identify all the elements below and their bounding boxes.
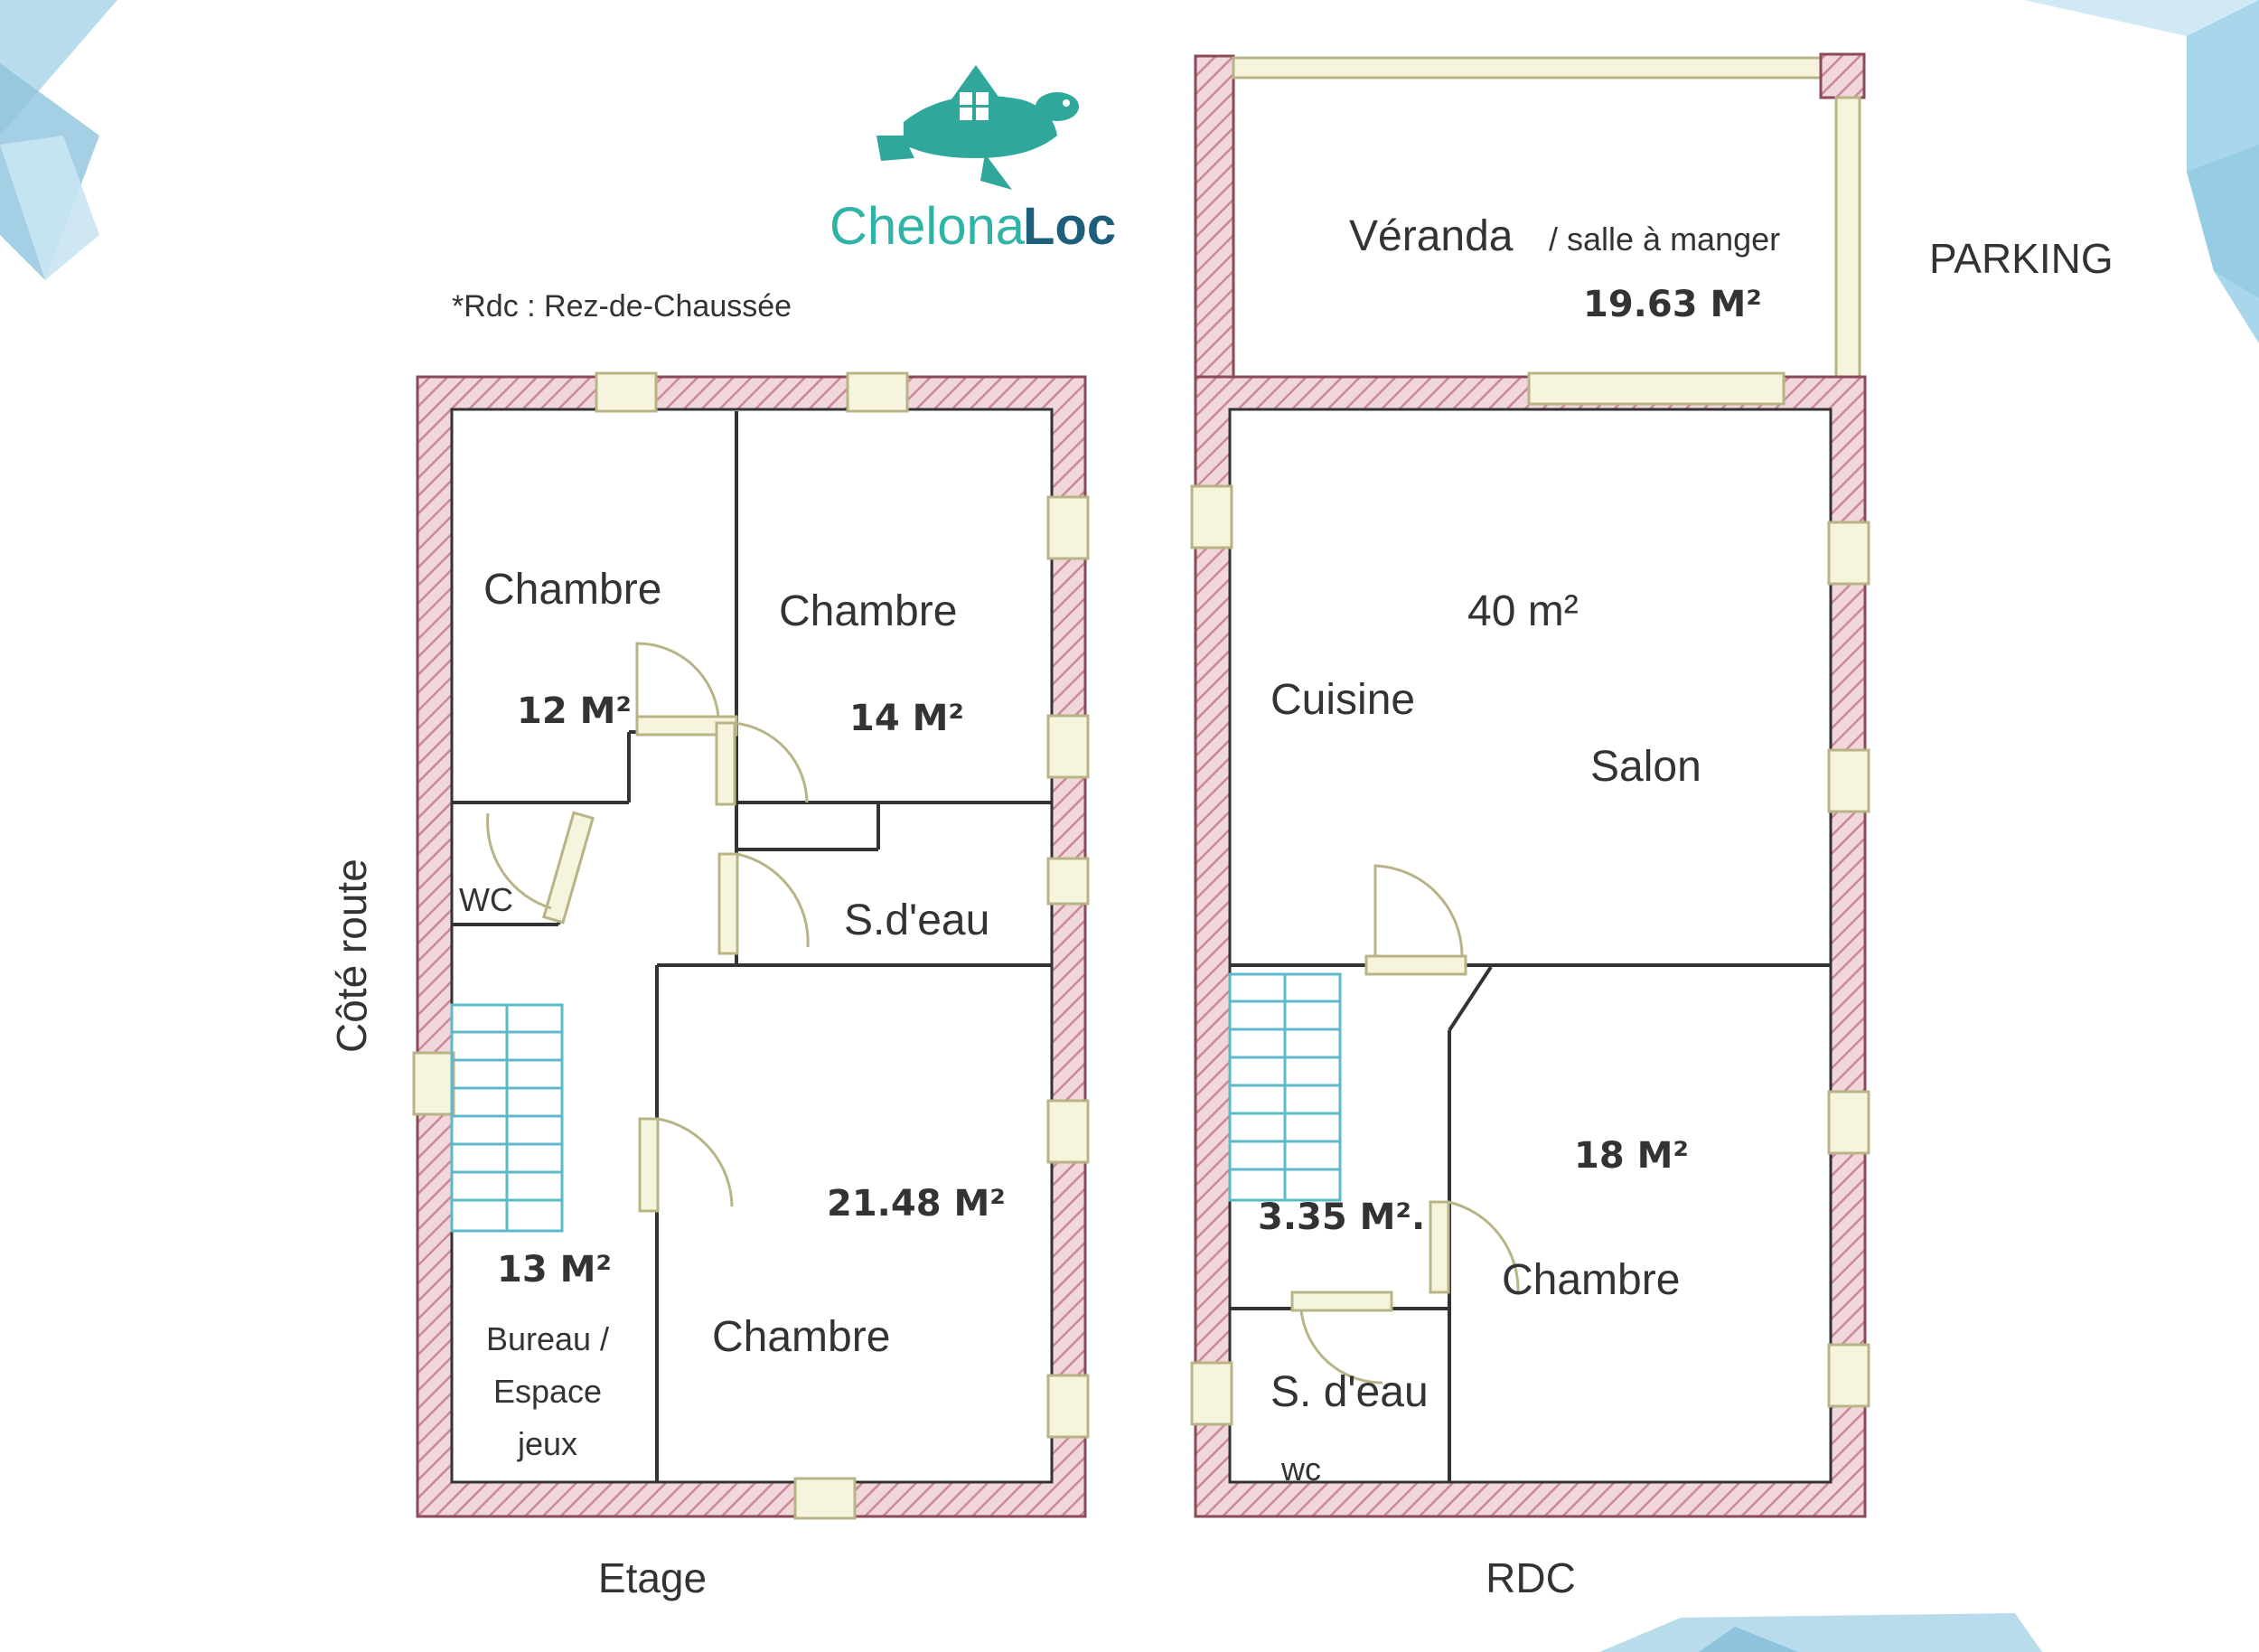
decor-bottom-right (1599, 1613, 2042, 1652)
veranda-corner-post (1819, 52, 1866, 99)
rdc-veranda-area: 19.63 M² (1583, 284, 1762, 325)
etage-windows (412, 371, 1090, 1520)
veranda-top-glazing (1232, 56, 1823, 80)
rdc-veranda-name-part2: / salle à manger (1549, 221, 1780, 258)
parking-label: PARKING (1929, 235, 2114, 282)
rdc-veranda-name-part1: Véranda (1349, 212, 1514, 260)
rdc-sdeau-name: S. d'eau (1270, 1368, 1429, 1416)
rdc-stairs (1228, 972, 1342, 1202)
rdc-doors (1290, 864, 1520, 1384)
rdc-wc-name: wc (1280, 1450, 1321, 1488)
brand-name-part2: Loc (1023, 197, 1116, 256)
etage-chambre-3-area: 21.48 M² (827, 1183, 1006, 1225)
rdc-cuisine-name: Cuisine (1270, 676, 1415, 724)
turtle-house-icon (876, 65, 1079, 190)
rdc-salon-name: Salon (1590, 743, 1701, 791)
etage-caption: Etage (598, 1554, 707, 1601)
etage-chambre-1-name: Chambre (483, 566, 661, 614)
brand-name-part1: Chelona' (830, 197, 1035, 256)
etage-chambre-2-name: Chambre (779, 587, 957, 635)
rdc-chambre-area: 18 M² (1574, 1135, 1689, 1177)
etage-bureau-area: 13 M² (497, 1249, 612, 1291)
etage-doors (486, 642, 810, 1213)
decor-top-right (2024, 0, 2259, 343)
rdc-interior (1228, 408, 1833, 1484)
side-road-label: Côté route (328, 859, 375, 1053)
floor-etage: Chambre 12 M² Chambre 14 M² WC S.d'eau 2… (412, 371, 1090, 1601)
etage-bureau-name-line3: jeux (517, 1425, 577, 1462)
etage-wc-name: WC (459, 881, 513, 918)
etage-chambre-2-area: 14 M² (849, 698, 964, 739)
rdc-caption: RDC (1486, 1554, 1576, 1601)
etage-sdeau-name: S.d'eau (844, 896, 989, 944)
etage-bureau-name-line1: Bureau / (486, 1320, 609, 1357)
veranda-left-wall (1194, 54, 1235, 379)
rdc-degagement-area: 3.35 M². (1258, 1197, 1425, 1238)
rdc-chambre-name: Chambre (1502, 1256, 1680, 1304)
etage-bureau-name-line2: Espace (493, 1373, 602, 1410)
etage-interior (450, 408, 1054, 1484)
etage-stairs (450, 1003, 564, 1233)
rdc-windows (1190, 484, 1870, 1426)
etage-chambre-1-area: 12 M² (517, 690, 632, 732)
brand-logo: Chelona' Loc (830, 65, 1116, 256)
rdc-sejour-area: 40 m² (1467, 587, 1579, 635)
floor-rdc: Véranda / salle à manger 19.63 M² 40 m² … (1190, 52, 1870, 1601)
etage-chambre-3-name: Chambre (712, 1313, 890, 1361)
veranda-right-glazing (1834, 96, 1861, 379)
decor-top-left (0, 0, 117, 280)
rdc-note: *Rdc : Rez-de-Chaussée (452, 289, 792, 324)
rdc-veranda-opening (1527, 371, 1786, 406)
